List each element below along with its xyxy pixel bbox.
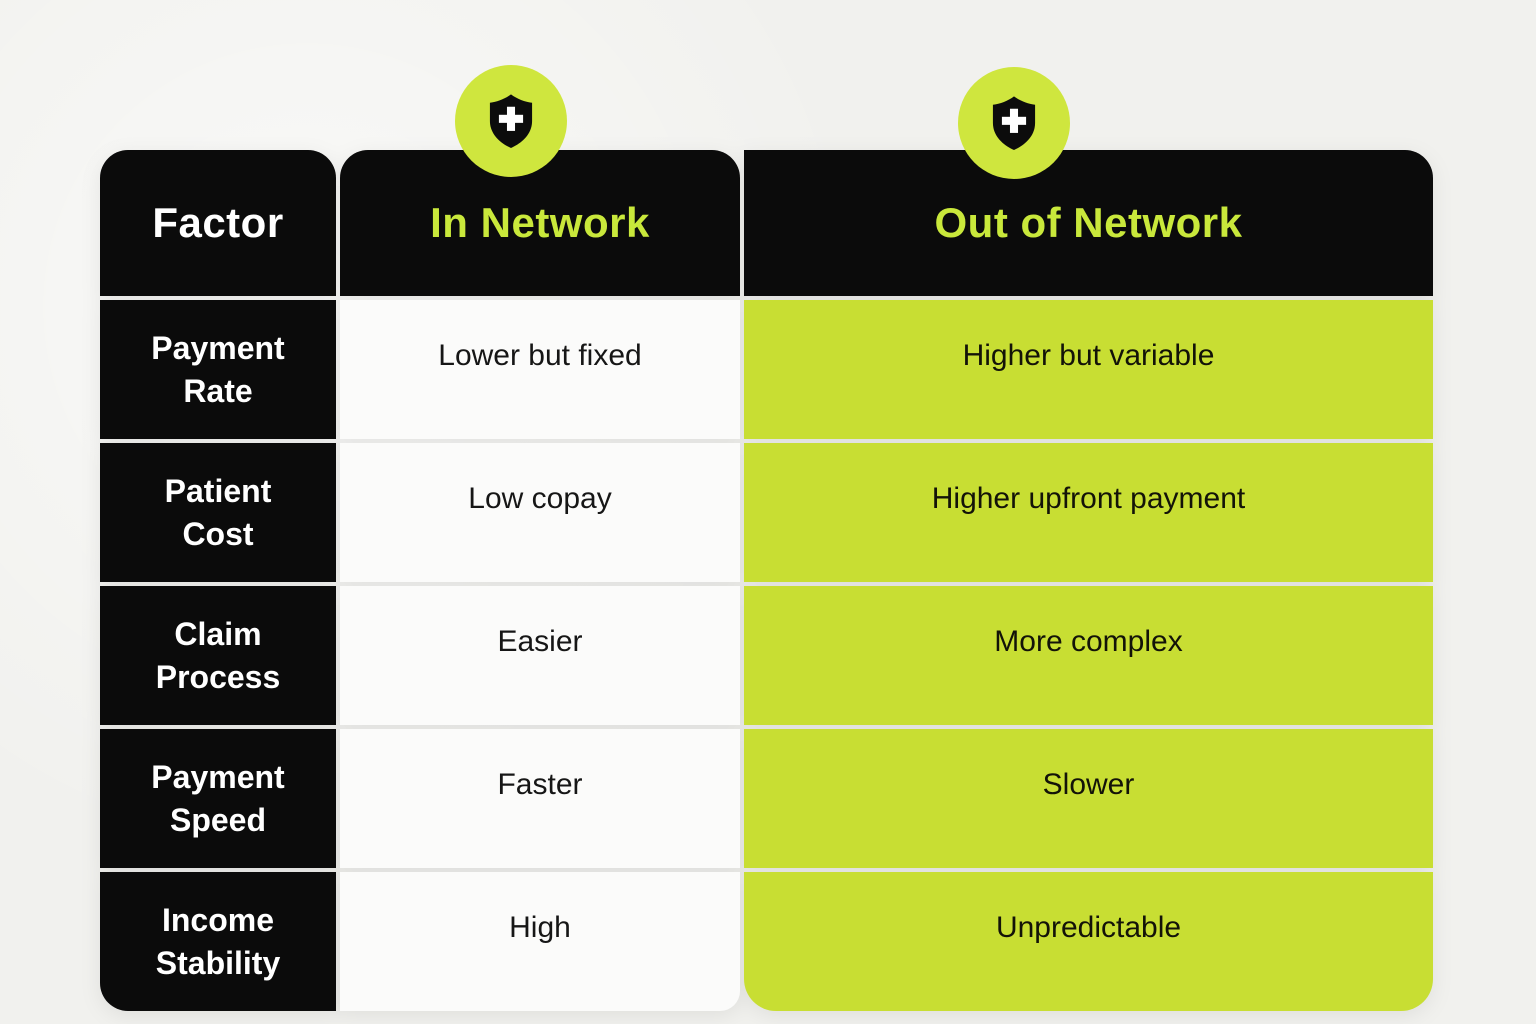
comparison-table: Factor In Network Out of Network Payment… [100,150,1433,1011]
row-label-patient-cost: Patient Cost [100,443,336,582]
cell-income-stability-out-of-network: Unpredictable [744,872,1433,1011]
cell-payment-speed-out-of-network: Slower [744,729,1433,868]
cell-payment-rate-in-network: Lower but fixed [340,300,740,439]
cell-patient-cost-out-of-network: Higher upfront payment [744,443,1433,582]
cell-income-stability-in-network: High [340,872,740,1011]
cell-claim-process-in-network: Easier [340,586,740,725]
column-header-factor: Factor [100,150,336,296]
column-header-out-of-network: Out of Network [744,150,1433,296]
shield-plus-icon [958,67,1070,179]
cell-claim-process-out-of-network: More complex [744,586,1433,725]
row-label-payment-rate: Payment Rate [100,300,336,439]
cell-payment-rate-out-of-network: Higher but variable [744,300,1433,439]
row-label-payment-speed: Payment Speed [100,729,336,868]
cell-patient-cost-in-network: Low copay [340,443,740,582]
column-header-in-network: In Network [340,150,740,296]
row-label-income-stability: Income Stability [100,872,336,1011]
cell-payment-speed-in-network: Faster [340,729,740,868]
shield-plus-icon [455,65,567,177]
row-label-claim-process: Claim Process [100,586,336,725]
